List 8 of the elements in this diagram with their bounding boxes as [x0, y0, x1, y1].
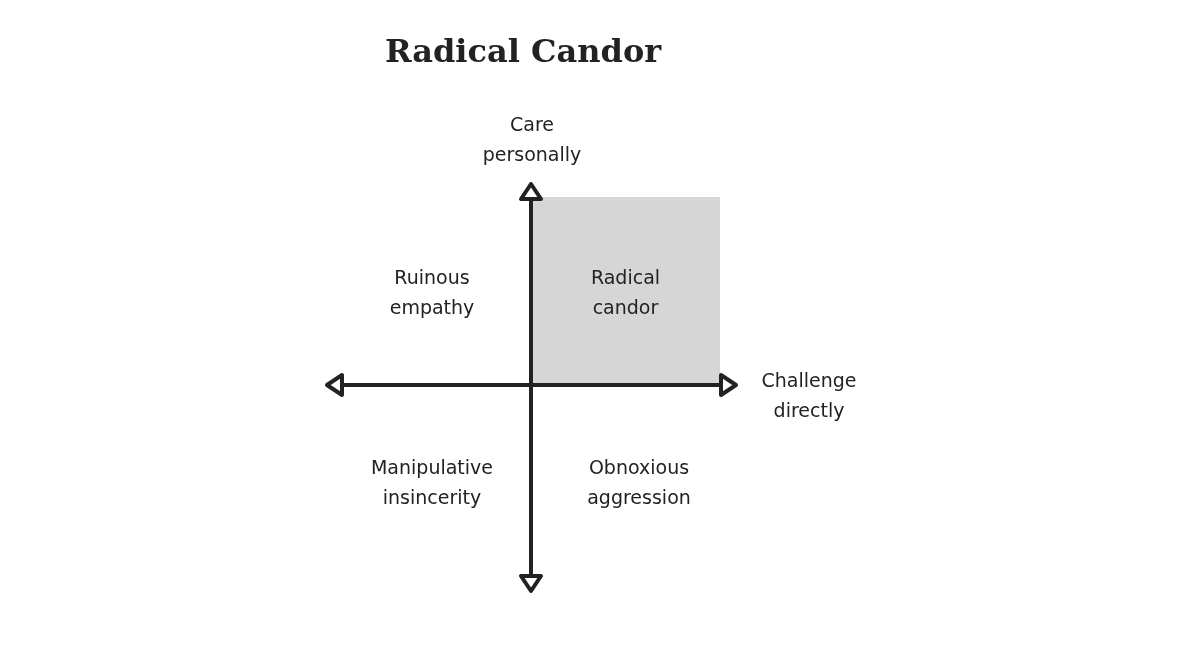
quadrant-label: Obnoxious aggression [587, 455, 691, 510]
highlighted-quadrant [531, 197, 720, 384]
axis-label: Care personally [482, 112, 582, 167]
quadrant-label: Ruinous empathy [389, 265, 475, 320]
diagram-title: Radical Candor [384, 31, 662, 72]
axis-label: Challenge directly [761, 368, 857, 423]
quadrant-label: Manipulative insincerity [371, 455, 493, 510]
quadrant-label: Radical candor [590, 265, 661, 320]
